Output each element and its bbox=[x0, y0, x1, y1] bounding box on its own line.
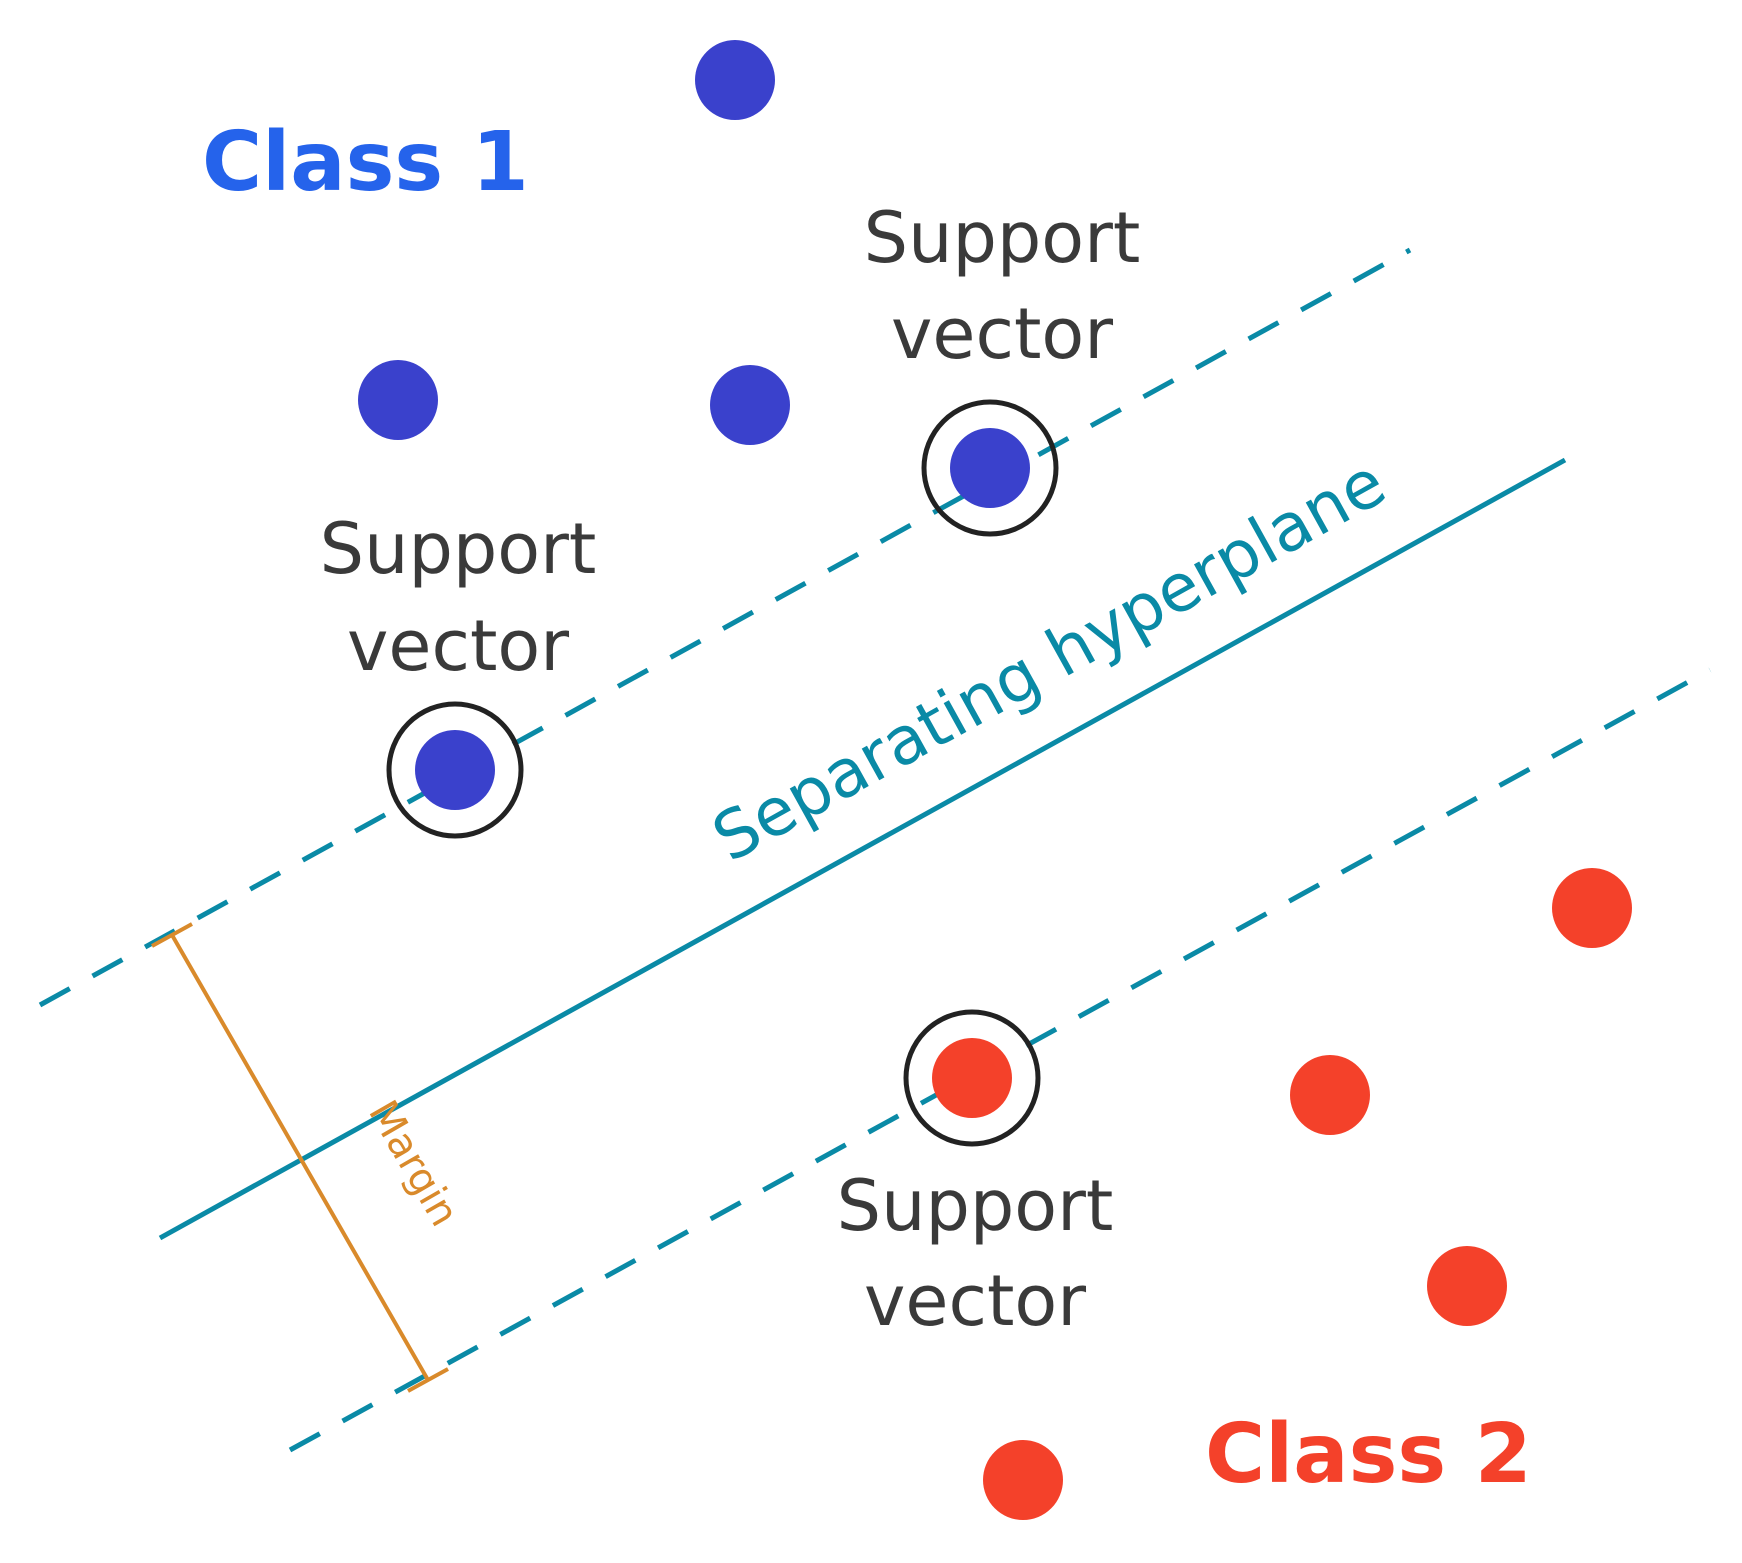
support-vector-label-line1: Support bbox=[837, 1165, 1114, 1247]
support-vector-label-line1: Support bbox=[320, 508, 597, 590]
class2-point bbox=[1427, 1246, 1507, 1326]
support-vector-label-line2: vector bbox=[891, 293, 1113, 375]
class2-point bbox=[932, 1038, 1012, 1118]
class1-point bbox=[415, 730, 495, 810]
ringed-circle-icon bbox=[921, 399, 1059, 537]
hyperplane-label: Separating hyperplane bbox=[700, 444, 1398, 877]
class2-label: Class 2 bbox=[1205, 1407, 1532, 1502]
class1-label: Class 1 bbox=[202, 115, 529, 210]
margin-label: Margin bbox=[359, 1093, 467, 1234]
support-vector-label-line1: Support bbox=[864, 197, 1141, 279]
class2-points bbox=[903, 868, 1632, 1520]
upper-margin-line bbox=[38, 247, 1412, 1008]
class2-point bbox=[1552, 868, 1632, 948]
support-vector-label-bottom: Support vector bbox=[837, 1165, 1114, 1342]
margin-tick-top bbox=[151, 922, 193, 948]
class1-point bbox=[358, 360, 438, 440]
class2-point bbox=[1290, 1055, 1370, 1135]
class2-point bbox=[983, 1440, 1063, 1520]
margin-indicator-line bbox=[170, 934, 430, 1381]
separating-hyperplane-line bbox=[158, 457, 1567, 1241]
class1-point bbox=[950, 428, 1030, 508]
class1-point bbox=[695, 40, 775, 120]
support-vector-label-left: Support vector bbox=[320, 508, 597, 687]
class1-point bbox=[710, 365, 790, 445]
ringed-circle-icon bbox=[903, 1009, 1041, 1147]
support-vector-label-line2: vector bbox=[864, 1260, 1086, 1342]
class1-points bbox=[358, 40, 1059, 839]
support-vector-label-line2: vector bbox=[347, 605, 569, 687]
class2-support-vector bbox=[903, 1009, 1041, 1147]
ringed-circle-icon bbox=[386, 701, 524, 839]
support-vector-label-top: Support vector bbox=[864, 197, 1141, 375]
margin-tick-bottom bbox=[407, 1367, 449, 1393]
class1-support-vector bbox=[386, 701, 524, 839]
class1-support-vector bbox=[921, 399, 1059, 537]
